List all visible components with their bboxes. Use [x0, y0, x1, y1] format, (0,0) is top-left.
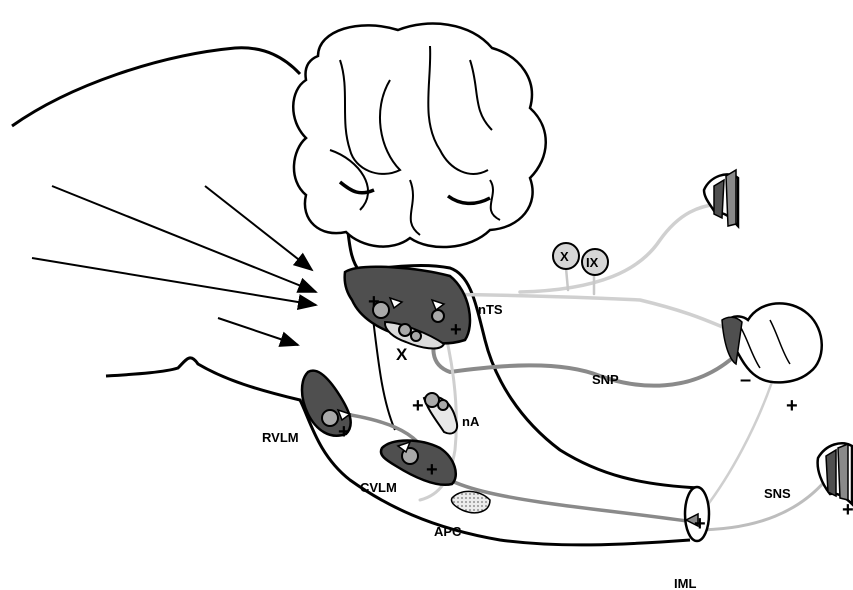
- na-label: nA: [462, 414, 480, 429]
- sns-label: SNS: [764, 486, 791, 501]
- nts-plus-sign-1: +: [368, 291, 380, 313]
- nts-plus-sign-2: +: [450, 319, 462, 341]
- snp-efferent: [433, 328, 730, 386]
- x-marker-label: X: [396, 345, 408, 364]
- cerebellum: [293, 24, 546, 247]
- nts-neuron-2: [432, 310, 444, 322]
- input-arrow-4: [218, 318, 298, 345]
- apc-label: APC: [434, 524, 462, 539]
- cerebellum-outline: [293, 24, 546, 247]
- cerebrum-outline: [12, 48, 300, 126]
- rvlm-to-iml: [330, 412, 694, 522]
- vessel-plus-sign: +: [842, 499, 853, 521]
- input-arrows: [32, 186, 316, 345]
- cvlm-plus-sign: +: [426, 459, 438, 481]
- cvlm-label: CVLM: [360, 480, 397, 495]
- nts-neuron-3: [399, 324, 411, 336]
- afferent-to-vessel: [520, 204, 718, 292]
- heart-minus-sign: –: [740, 369, 751, 391]
- blood-vessel-icon: [704, 170, 738, 226]
- input-arrow-3: [32, 258, 316, 305]
- rvlm-plus-sign: +: [338, 421, 350, 443]
- heart-plus-sign: +: [786, 395, 798, 417]
- nts-label: nTS: [478, 302, 503, 317]
- cvlm-nucleus: [381, 441, 456, 485]
- na-neuron-2: [438, 400, 448, 410]
- sns-to-vessel: [694, 480, 826, 530]
- nerve-ix-label: IX: [586, 255, 599, 270]
- nts-neuron-4: [411, 331, 421, 341]
- input-arrow-1: [205, 186, 312, 270]
- na-plus-sign: +: [412, 395, 424, 417]
- rvlm-label: RVLM: [262, 430, 299, 445]
- na-nucleus: [424, 393, 457, 434]
- heart-icon: [722, 303, 822, 382]
- blood-vessel-icon-lower: [818, 443, 852, 504]
- iml-plus-sign: +: [694, 513, 706, 535]
- snp-label: SNP: [592, 372, 619, 387]
- rvlm-neuron: [322, 410, 338, 426]
- input-arrow-2: [52, 186, 316, 292]
- apc-region: [451, 491, 490, 512]
- iml-label: IML: [674, 576, 696, 590]
- na-neuron-1: [425, 393, 439, 407]
- nerve-x-label: X: [560, 249, 569, 264]
